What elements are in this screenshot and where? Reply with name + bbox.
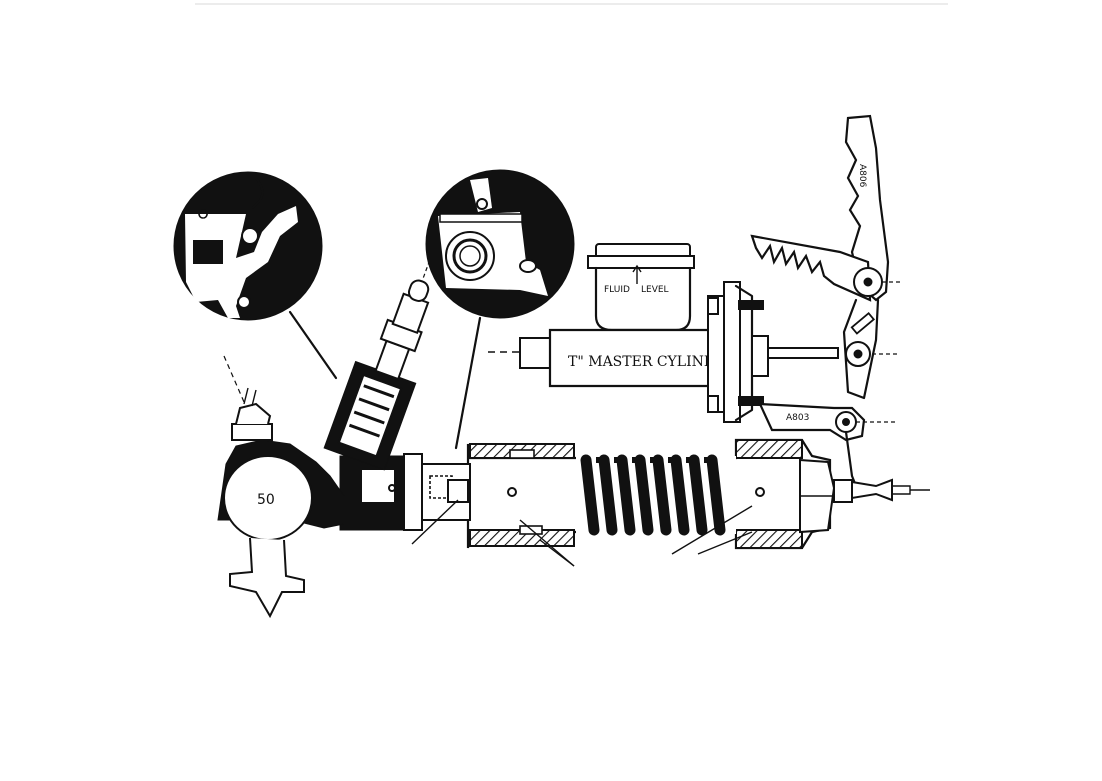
- valve-number-label: 50: [257, 492, 275, 508]
- master-cylinder-label: T" MASTER CYLINDER: [568, 354, 736, 370]
- leader-lines: [411, 499, 753, 567]
- bleed-valve-assembly: [323, 260, 431, 471]
- fluid-label: FLUID: [604, 285, 630, 295]
- banjo-fitting: 50: [217, 355, 345, 619]
- master-cylinder: T" MASTER CYLINDER: [488, 281, 839, 423]
- cylinder-cutaway: [466, 438, 836, 550]
- fluid-reservoir: FLUID LEVEL: [587, 243, 695, 332]
- return-spring: [576, 454, 736, 536]
- detail-inset-left: [173, 171, 323, 321]
- left-piston: [339, 453, 471, 531]
- clutch-pedal: A806 A803: [750, 114, 930, 503]
- detail-inset-center: [425, 169, 575, 319]
- pedal-lower-label: A803: [786, 413, 809, 423]
- level-label: LEVEL: [641, 285, 669, 295]
- pedal-top-label: A806: [857, 164, 867, 188]
